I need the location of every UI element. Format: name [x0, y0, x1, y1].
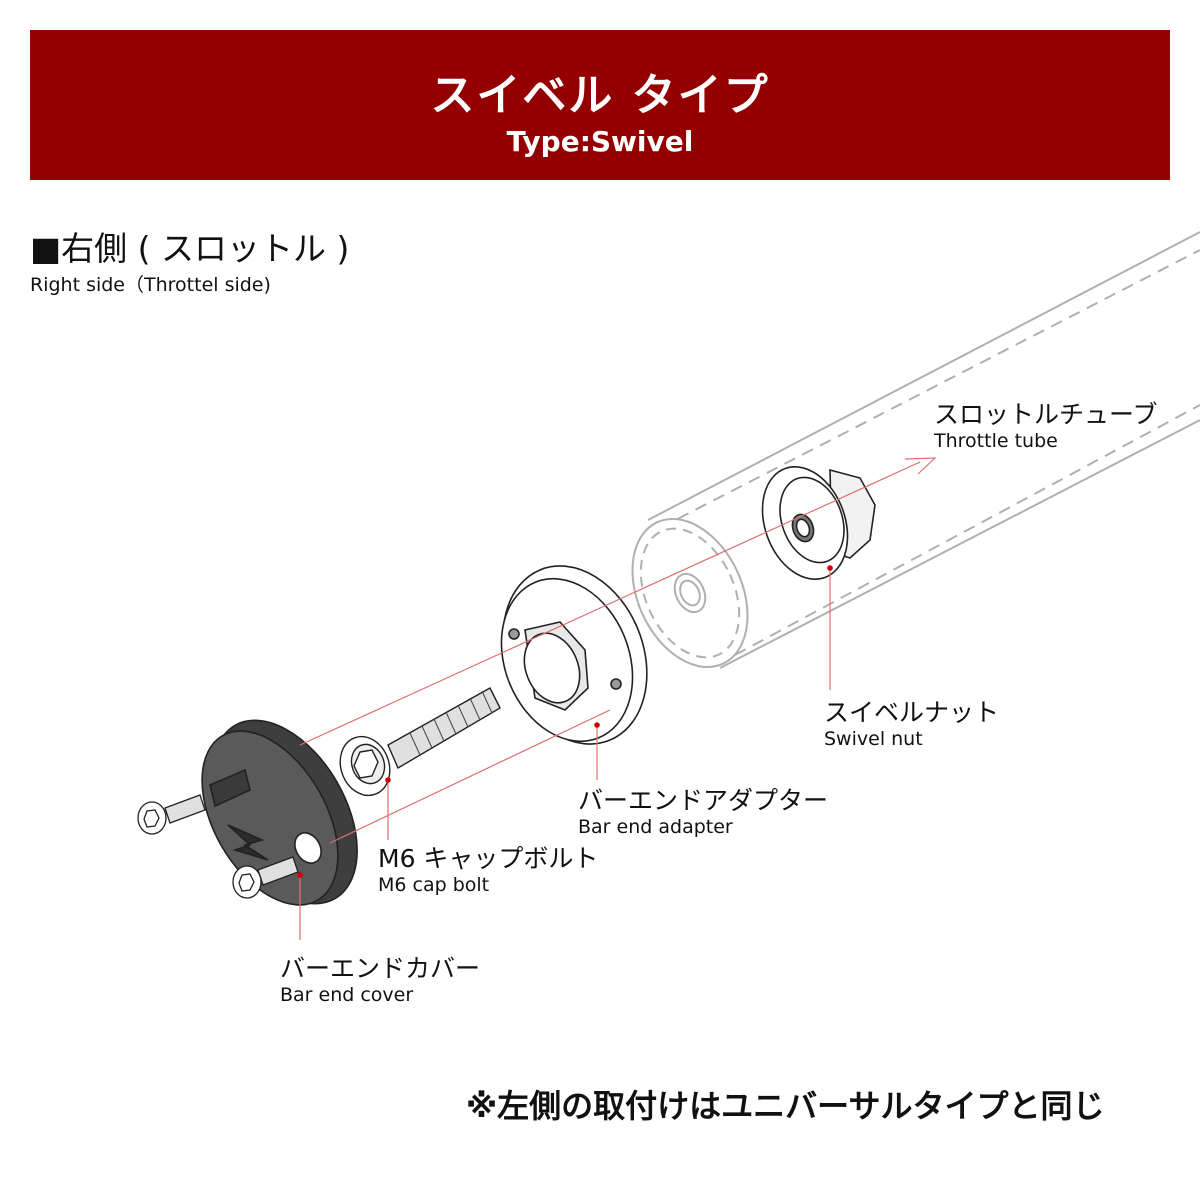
- label-bar-end-cover: バーエンドカバー Bar end cover: [280, 956, 480, 1005]
- leader-lines: [299, 568, 831, 940]
- throttle-tube: [631, 231, 1200, 669]
- footnote: ※左側の取付けはユニバーサルタイプと同じ: [466, 1087, 1105, 1125]
- bar-end-adapter-jp: バーエンドアダプター: [578, 786, 829, 815]
- swivel-nut: [761, 466, 876, 580]
- bar-end-adapter-en: Bar end adapter: [578, 816, 733, 838]
- bar-end-cover-jp: バーエンドカバー: [280, 954, 481, 983]
- cap-bolt-jp: M6 キャップボルト: [378, 844, 599, 873]
- section-title: ■右側 ( スロットル ): [30, 229, 350, 268]
- throttle-tube-jp: スロットルチューブ: [934, 400, 1158, 429]
- leader-markers: [297, 565, 833, 878]
- cover-screws: [137, 794, 299, 899]
- bar-end-cover: [201, 719, 358, 906]
- banner-subtitle: Type:Swivel: [506, 125, 694, 158]
- bar-end-cover-en: Bar end cover: [280, 984, 414, 1006]
- m6-cap-bolt: [339, 687, 501, 797]
- throttle-tube-en: Throttle tube: [934, 430, 1058, 452]
- label-swivel-nut: スイベルナット Swivel nut: [824, 700, 999, 749]
- bar-end-adapter: [500, 565, 648, 745]
- section-subtitle: Right side（Throttel side): [30, 274, 271, 296]
- label-bar-end-adapter: バーエンドアダプター Bar end adapter: [578, 788, 828, 837]
- label-throttle-tube: スロットルチューブ Throttle tube: [934, 402, 1158, 451]
- assembly-lines: [299, 457, 937, 844]
- banner-title: スイベル タイプ: [430, 70, 770, 121]
- title-banner: スイベル タイプ Type:Swivel: [30, 30, 1170, 180]
- swivel-nut-en: Swivel nut: [824, 728, 923, 750]
- cap-bolt-en: M6 cap bolt: [378, 874, 490, 896]
- swivel-nut-jp: スイベルナット: [824, 698, 1000, 727]
- label-cap-bolt: M6 キャップボルト M6 cap bolt: [378, 846, 598, 895]
